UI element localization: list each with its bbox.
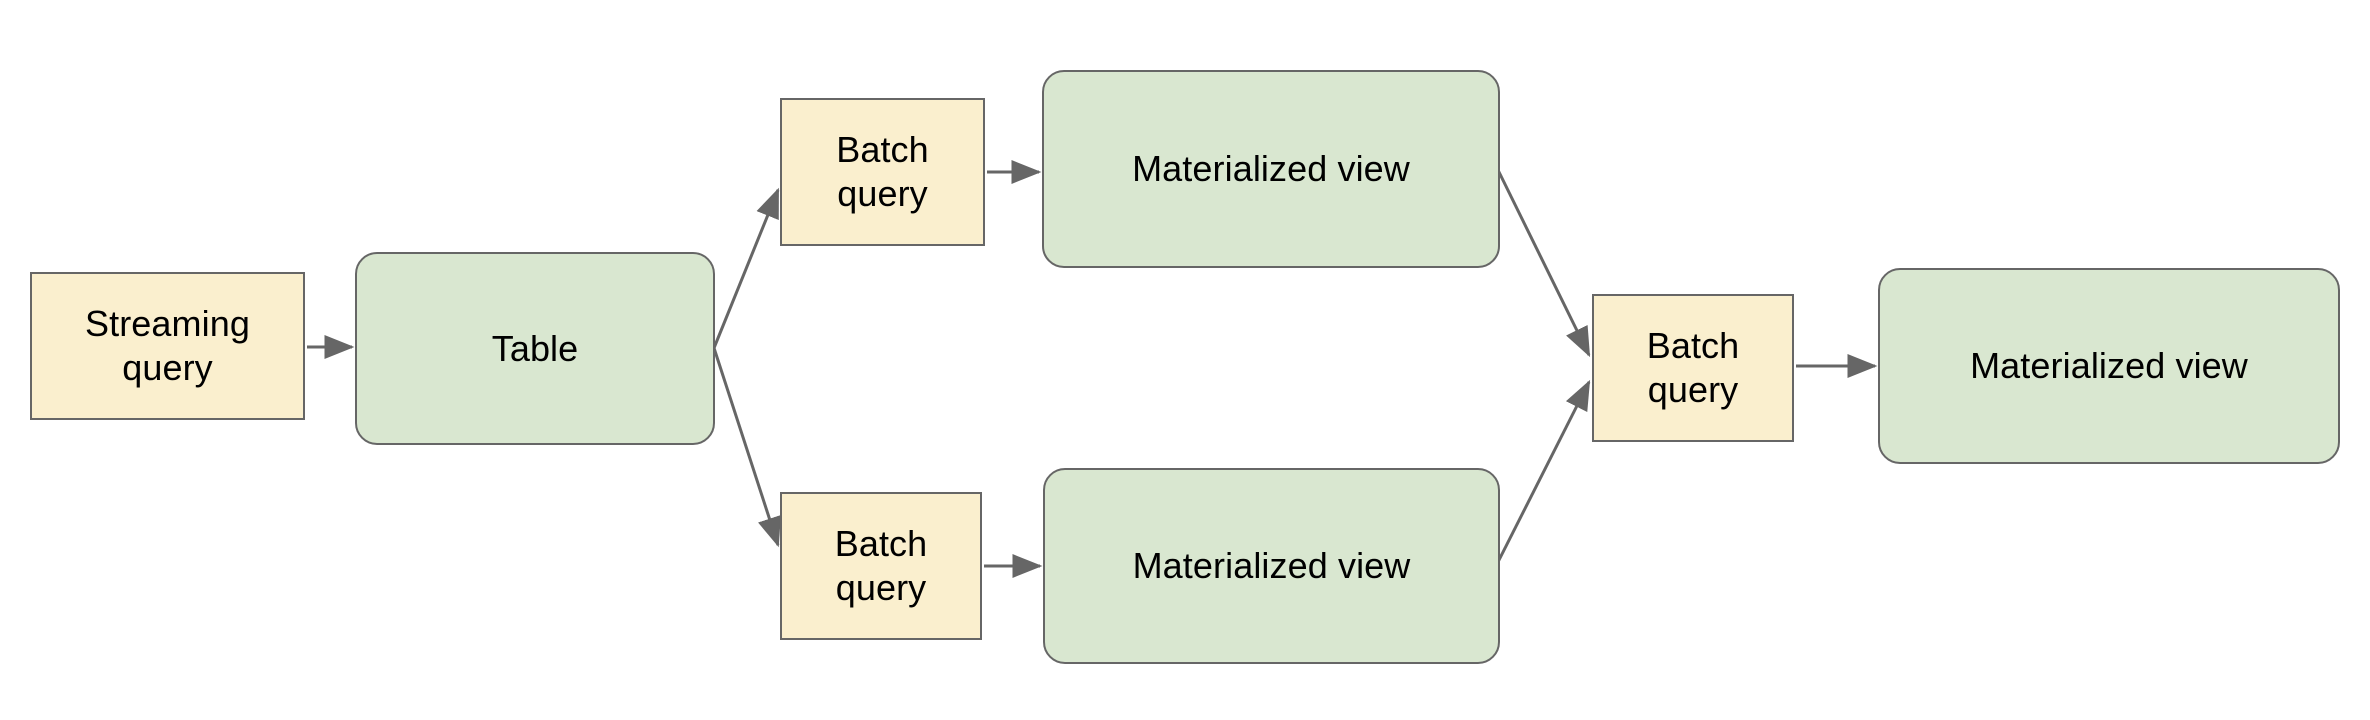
edge-table-to-batch-query-top <box>712 187 780 349</box>
node-batch-query-bottom-label: Batch query <box>834 523 928 608</box>
node-batch-query-top[interactable]: Batch query <box>780 98 985 246</box>
node-batch-query-middle[interactable]: Batch query <box>1592 294 1794 442</box>
node-batch-query-top-label: Batch query <box>836 129 929 214</box>
node-materialized-view-right-label: Materialized view <box>1970 345 2248 387</box>
node-materialized-view-top-label: Materialized view <box>1132 148 1410 190</box>
node-table-label: Table <box>491 327 579 369</box>
edge-table-to-batch-query-bottom <box>712 347 781 548</box>
node-batch-query-middle-label: Batch query <box>1646 325 1740 410</box>
node-batch-query-bottom[interactable]: Batch query <box>780 492 982 640</box>
edge-materialized-view-bottom-to-batch-query-middle <box>1496 379 1591 563</box>
node-materialized-view-bottom[interactable]: Materialized view <box>1043 468 1500 664</box>
edge-materialized-view-top-to-batch-query-middle <box>1496 169 1591 358</box>
node-materialized-view-bottom-label: Materialized view <box>1132 545 1411 587</box>
node-streaming-query-label: Streaming query <box>85 303 250 388</box>
node-streaming-query[interactable]: Streaming query <box>30 272 305 420</box>
node-materialized-view-right[interactable]: Materialized view <box>1878 268 2340 464</box>
node-table[interactable]: Table <box>355 252 715 445</box>
node-materialized-view-top[interactable]: Materialized view <box>1042 70 1500 268</box>
